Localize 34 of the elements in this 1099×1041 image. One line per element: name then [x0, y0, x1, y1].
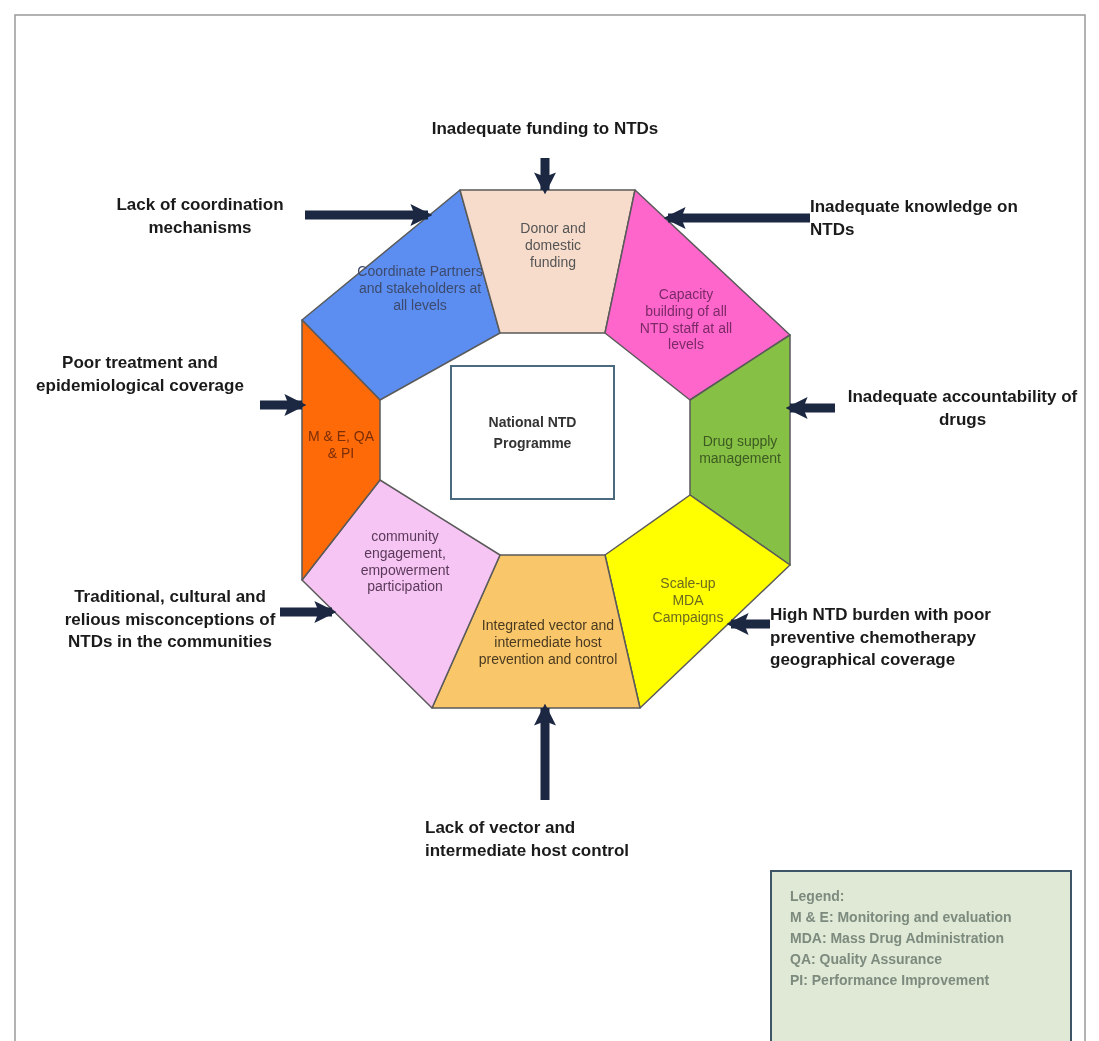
piece-label: M & E, QA & PI — [306, 428, 376, 462]
challenge-text: High NTD burden with poor preventive chemotherapy geographical coverage — [770, 603, 992, 672]
arrow — [305, 204, 433, 226]
legend-box — [770, 870, 1072, 1041]
piece-label: Donor and domestic funding — [519, 219, 587, 271]
piece-label: Capacity building of all NTD staff at all levels — [638, 286, 734, 354]
challenge-text: Inadequate accountability of drugs — [846, 386, 1079, 431]
legend-entry: QA: Quality Assurance — [790, 950, 942, 969]
programme-box — [450, 365, 615, 500]
piece-label: community engagement, empowerment participation — [359, 528, 451, 596]
challenge-text: Traditional, cultural and relious misconceptions of NTDs in the communities — [63, 585, 277, 654]
legend-title: Legend: — [790, 887, 845, 906]
arrow — [260, 394, 307, 416]
piece-label: Integrated vector and intermediate host prevention and control — [477, 616, 619, 668]
piece-label: Drug supply management — [698, 433, 782, 467]
challenge-text: Lack of vector and intermediate host control — [425, 817, 631, 862]
arrow — [280, 601, 337, 623]
legend-entry: MDA: Mass Drug Administration — [790, 929, 1005, 948]
arrow — [663, 207, 810, 229]
piece-label: Coordinate Partners and stakeholders at all levels — [356, 262, 484, 314]
challenge-text: Lack of coordination mechanisms — [115, 194, 285, 239]
arrow — [785, 397, 835, 419]
challenge-text: Inadequate funding to NTDs — [431, 117, 659, 140]
arrow — [534, 703, 556, 800]
arrow — [534, 158, 556, 195]
challenge-text: Poor treatment and epidemiological coverage — [35, 352, 245, 397]
piece-label: Scale-up MDA Campaigns — [651, 574, 725, 626]
legend-entry: M & E: Monitoring and evaluation — [790, 908, 1012, 927]
puzzle-piece — [605, 190, 790, 400]
arrow — [726, 613, 770, 635]
puzzle-piece — [302, 190, 500, 400]
legend-entry: PI: Performance Improvement — [790, 971, 990, 990]
node-label: National NTD Programme — [487, 412, 578, 453]
challenge-text: Inadequate knowledge on NTDs — [810, 196, 1019, 241]
